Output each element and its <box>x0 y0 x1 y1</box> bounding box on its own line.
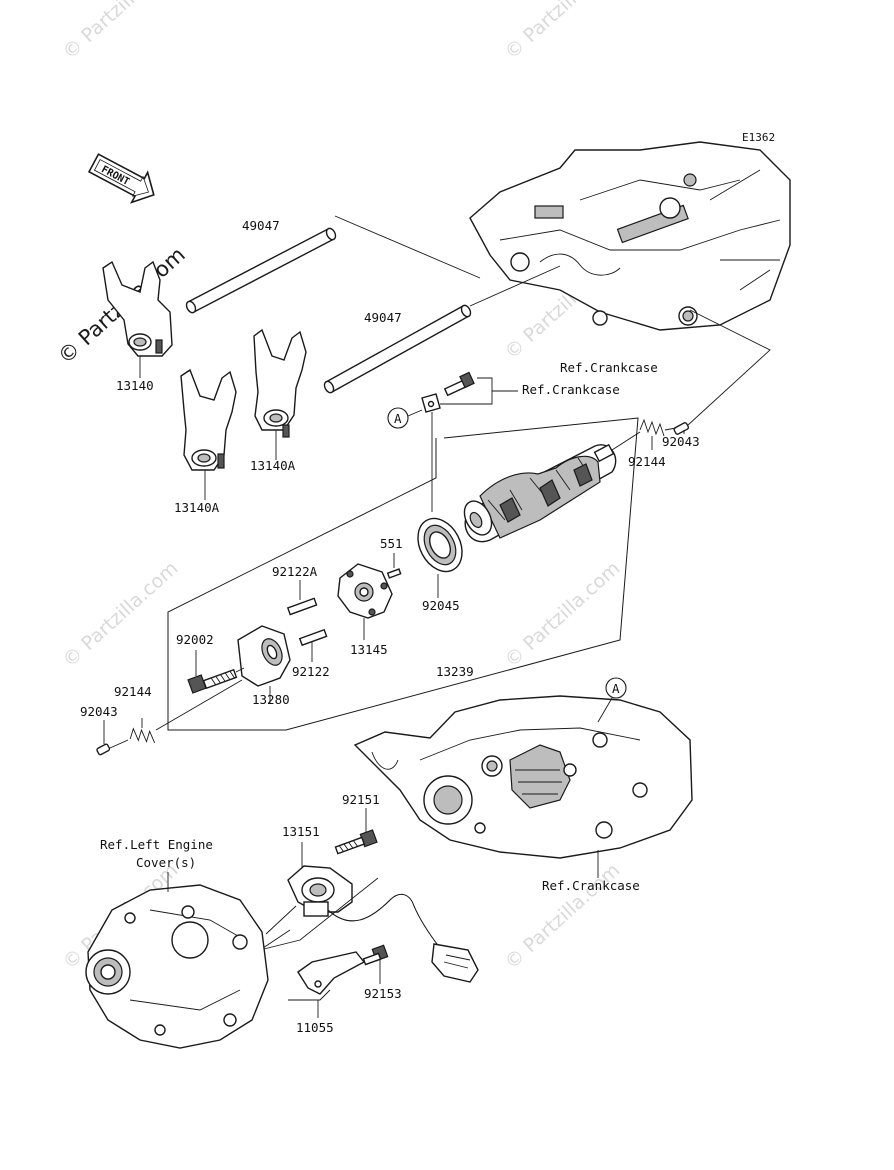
drum-segment-13280 <box>237 625 291 687</box>
pin-92043-lower <box>96 743 111 756</box>
cam-plate-13145 <box>337 563 393 619</box>
pin-92122 <box>298 628 328 647</box>
leader-sensor-frame <box>259 877 379 951</box>
callout-a-top: A <box>387 407 423 429</box>
watermark-center-right: © Partzilla.com <box>501 557 625 671</box>
label-11055: 11055 <box>296 1020 334 1035</box>
bolt-92002 <box>187 668 238 694</box>
leader-bolt-to-segment <box>235 667 245 673</box>
pin-551 <box>386 568 402 579</box>
leader-pin-to-crankcase <box>687 309 771 426</box>
bearing-92045 <box>417 517 463 573</box>
label-ref-crankcase-low: Ref.Crankcase <box>542 878 640 893</box>
bracket-11055 <box>297 951 366 995</box>
part-labels: 49047 49047 13140 13140A 13140A Ref.Cran… <box>80 218 700 1035</box>
sensor-13151 <box>287 865 479 983</box>
label-ref-crankcase-top: Ref.Crankcase <box>560 360 658 375</box>
label-13140A-right: 13140A <box>250 458 296 473</box>
leader-cover-to-sensor <box>265 905 297 935</box>
leader-pin-to-spring <box>109 739 129 749</box>
leader-shaft-lower <box>469 265 561 307</box>
label-551: 551 <box>380 536 403 551</box>
label-13140: 13140 <box>116 378 154 393</box>
watermark-center-left: © Partzilla.com <box>59 557 183 671</box>
pin-92122A <box>286 597 318 616</box>
callout-a-top-label: A <box>394 411 402 426</box>
leader-spring-to-segment <box>155 679 243 731</box>
label-92144-upper: 92144 <box>628 454 666 469</box>
label-13140A-left: 13140A <box>174 500 220 515</box>
bolt-92151 <box>334 829 378 855</box>
label-ref-left-cover-line2: Cover(s) <box>136 855 196 870</box>
fork-shaft-upper <box>185 227 337 314</box>
callout-a-lower-label: A <box>612 681 620 696</box>
label-92122A: 92122A <box>272 564 318 579</box>
leader-spring-pin <box>664 427 677 431</box>
label-13145: 13145 <box>350 642 388 657</box>
label-92153: 92153 <box>364 986 402 1001</box>
label-13280: 13280 <box>252 692 290 707</box>
label-92002: 92002 <box>176 632 214 647</box>
watermark-top-right: © Partzilla.com <box>501 0 625 64</box>
fork-shaft-lower <box>323 304 472 394</box>
label-13239: 13239 <box>436 664 474 679</box>
label-49047-lower: 49047 <box>364 310 402 325</box>
label-92043-lower: 92043 <box>80 704 118 719</box>
upper-crankcase <box>469 141 791 331</box>
label-13151: 13151 <box>282 824 320 839</box>
label-92122: 92122 <box>292 664 330 679</box>
drum-assembly-frame <box>167 417 639 731</box>
spring-92144-upper <box>639 418 665 437</box>
leader-drum-spring <box>611 431 641 451</box>
spring-92144-lower <box>129 727 156 744</box>
shift-fork-13140 <box>102 260 173 357</box>
bolt-92153 <box>362 944 389 966</box>
left-engine-cover <box>85 884 269 1049</box>
diagram-code: E1362 <box>742 131 775 144</box>
label-ref-crankcase-mid: Ref.Crankcase <box>522 382 620 397</box>
callout-a-lower: A <box>597 677 627 723</box>
watermark-top-left: © Partzilla.com <box>59 0 183 64</box>
label-49047-upper: 49047 <box>242 218 280 233</box>
shift-fork-13140A-left <box>180 368 237 471</box>
label-92144-lower: 92144 <box>114 684 152 699</box>
leader-11055-bracket <box>288 989 331 1001</box>
shift-drum <box>463 443 617 543</box>
label-ref-left-cover-line1: Ref.Left Engine <box>100 837 213 852</box>
lower-crankcase <box>353 695 693 859</box>
label-92043-upper: 92043 <box>662 434 700 449</box>
shift-fork-13140A-right <box>253 328 307 438</box>
watermark-bottom-right: © Partzilla.com <box>501 859 625 973</box>
label-92151: 92151 <box>342 792 380 807</box>
leader-shaft-upper <box>334 215 481 279</box>
crankcase-bolt <box>421 371 475 413</box>
front-arrow-icon: FRONT <box>87 153 155 204</box>
pin-92043-upper <box>673 422 690 435</box>
label-92045: 92045 <box>422 598 460 613</box>
